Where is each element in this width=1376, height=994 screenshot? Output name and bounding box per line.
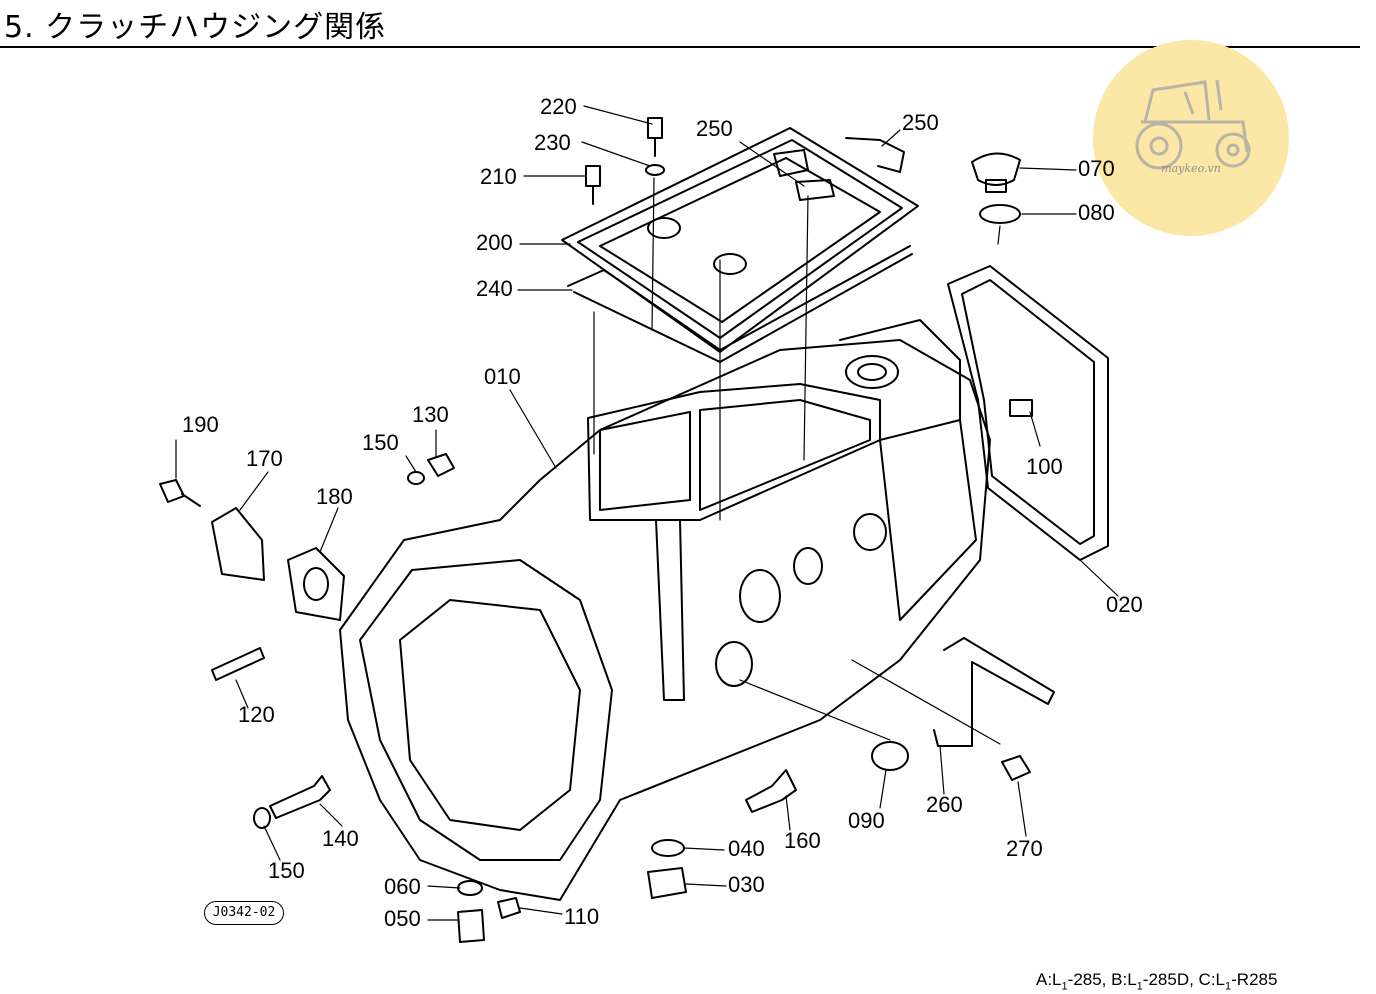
callout-140: 140 [322, 826, 359, 851]
plug-090 [871, 741, 909, 771]
bolt-270 [1001, 755, 1031, 781]
side-gasket [287, 547, 345, 621]
callout-270: 270 [1006, 836, 1043, 861]
plug-110 [497, 897, 521, 919]
callout-150-a: 150 [362, 430, 399, 455]
callout-200: 200 [476, 230, 513, 255]
model-a-prefix: A:L [1036, 970, 1062, 989]
washer-230 [645, 164, 665, 176]
bolt-140 [269, 775, 331, 819]
callout-220: 220 [540, 94, 577, 119]
callout-170: 170 [246, 446, 283, 471]
clip-250-b [845, 137, 905, 173]
stud-120 [211, 647, 265, 681]
dowel-pin [1009, 399, 1033, 417]
callout-080: 080 [1078, 200, 1115, 225]
exploded-parts-diagram [159, 105, 1119, 943]
model-b-suffix: -285D, [1142, 970, 1199, 989]
rear-gasket [947, 265, 1109, 561]
page-title: 5. クラッチハウジング関係 [4, 10, 387, 45]
bolt-190 [159, 479, 185, 503]
nut-130 [427, 453, 455, 477]
clutch-housing [339, 339, 991, 901]
diagram-ref-code: J0342-02 [204, 901, 284, 925]
watermark-logo: maykeo.vn [1093, 40, 1289, 236]
bolt-160 [745, 769, 797, 813]
callout-010: 010 [484, 364, 521, 389]
callout-230: 230 [534, 130, 571, 155]
callout-060: 060 [384, 874, 421, 899]
bolt-220 [647, 117, 663, 139]
callout-250-a: 250 [696, 116, 733, 141]
callout-160: 160 [784, 828, 821, 853]
callout-020: 020 [1106, 592, 1143, 617]
callout-240: 240 [476, 276, 513, 301]
callout-250-b: 250 [902, 110, 939, 135]
callout-260: 260 [926, 792, 963, 817]
model-a-suffix: -285, [1067, 970, 1112, 989]
washer-150 [253, 807, 271, 829]
bolt-210 [585, 165, 601, 187]
model-b-prefix: B:L [1111, 970, 1137, 989]
page-header: 5. クラッチハウジング関係 [0, 0, 1360, 48]
model-c-suffix: -R285 [1231, 970, 1278, 989]
callout-120: 120 [238, 702, 275, 727]
callout-210: 210 [480, 164, 517, 189]
washer-060 [457, 880, 483, 896]
washer-040 [651, 839, 685, 857]
model-a-sub: 1 [1061, 980, 1068, 993]
callout-190: 190 [182, 412, 219, 437]
model-c-sub: 1 [1225, 980, 1232, 993]
bracket-260 [933, 637, 1055, 747]
callout-040: 040 [728, 836, 765, 861]
callout-110: 110 [564, 904, 600, 929]
callout-050: 050 [384, 906, 421, 931]
side-cover [211, 507, 265, 581]
callout-070: 070 [1078, 156, 1115, 181]
tractor-icon [1135, 79, 1251, 170]
plug-050 [457, 909, 485, 943]
callout-130: 130 [412, 402, 449, 427]
o-ring [979, 204, 1021, 224]
clip-250-a [773, 149, 809, 177]
plug-030 [647, 867, 687, 899]
callout-150-b: 150 [268, 858, 305, 883]
model-applicability-note: A:L1-285, B:L1-285D, C:L1-R285 [1036, 970, 1277, 992]
callout-100: 100 [1026, 454, 1063, 479]
callout-180: 180 [316, 484, 353, 509]
callout-090: 090 [848, 808, 885, 833]
top-cover [561, 127, 919, 353]
model-b-sub: 1 [1136, 980, 1143, 993]
watermark-text: maykeo.vn [1161, 162, 1221, 175]
model-c-prefix: C:L [1198, 970, 1226, 989]
callout-030: 030 [728, 872, 765, 897]
